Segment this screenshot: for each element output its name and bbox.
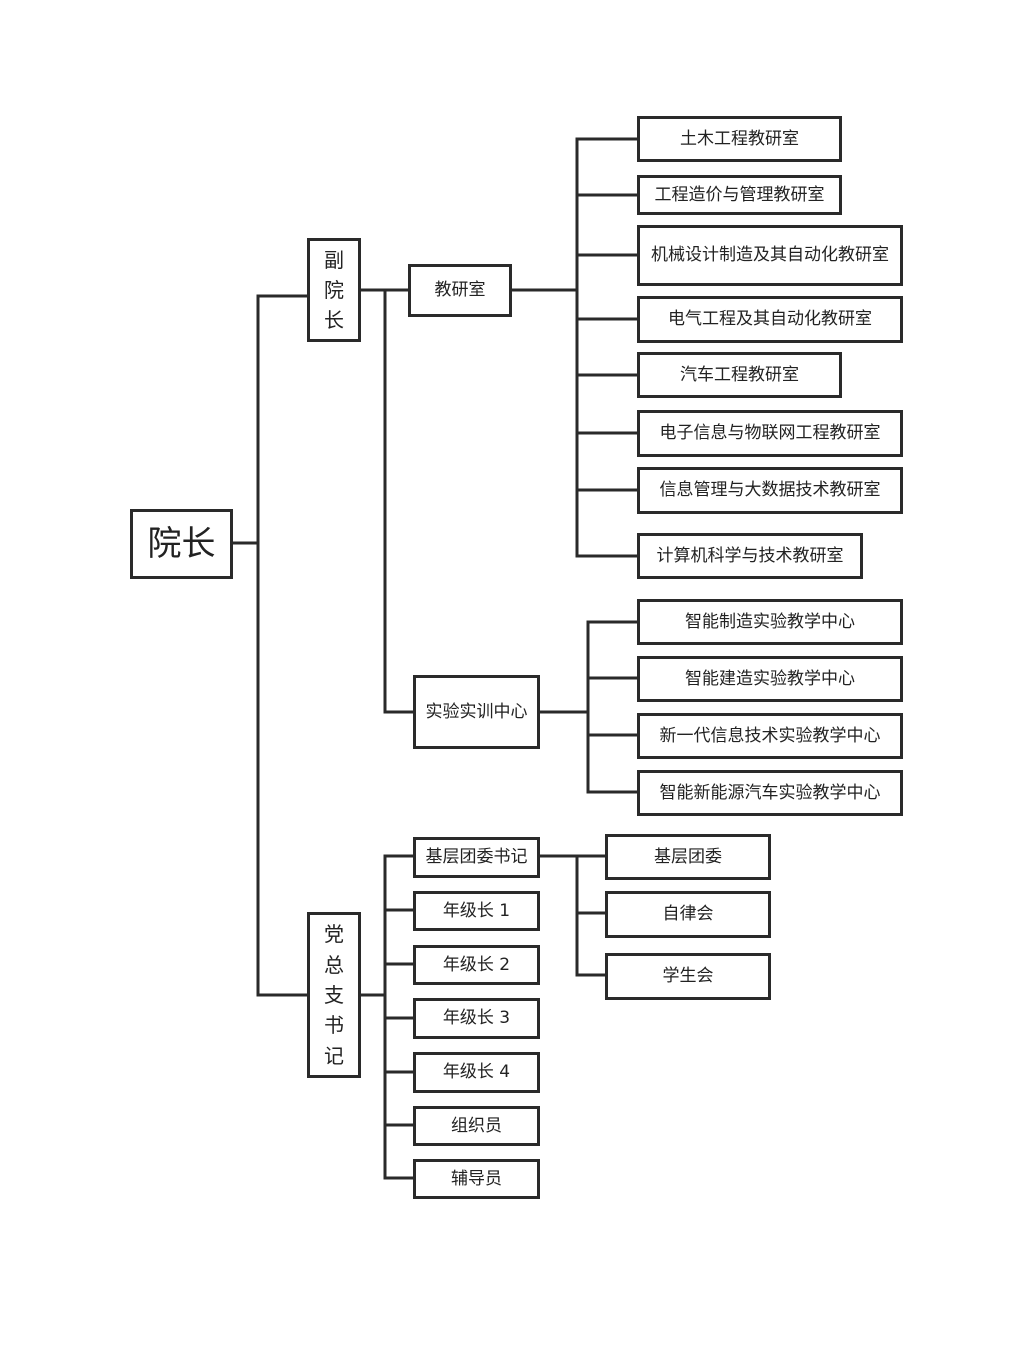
node-label: 学生会 (662, 966, 714, 986)
vice-dean-char: 院 (324, 278, 344, 302)
node-grade-leader: 年级长 3 (413, 998, 540, 1039)
node-label: 土木工程教研室 (680, 128, 799, 149)
node-label: 自律会 (662, 904, 714, 924)
node-label: 年级长 1 (442, 900, 511, 921)
node-lab-center-child: 智能建造实验教学中心 (637, 656, 903, 702)
node-teaching-office-child: 电子信息与物联网工程教研室 (637, 410, 903, 457)
node-label: 信息管理与大数据技术教研室 (659, 480, 881, 500)
node-label: 机械设计制造及其自动化教研室 (651, 245, 889, 265)
node-label: 计算机科学与技术教研室 (656, 545, 844, 566)
vice-dean-char: 副 (324, 248, 344, 272)
node-grade-leader: 年级长 2 (413, 945, 540, 985)
node-dean: 院长 (130, 509, 233, 579)
node-label: 电气工程及其自动化教研室 (668, 309, 872, 329)
node-label: 年级长 4 (442, 1062, 511, 1082)
party-secretary-char: 记 (324, 1043, 344, 1068)
node-counselor: 辅导员 (413, 1159, 540, 1199)
party-secretary-char: 党 (324, 922, 344, 947)
node-teaching-office-child: 电气工程及其自动化教研室 (637, 296, 903, 343)
node-label: 新一代信息技术实验教学中心 (659, 725, 881, 746)
node-teaching-office-child: 计算机科学与技术教研室 (637, 533, 863, 579)
node-dean-label: 院长 (147, 524, 216, 564)
node-youth-league-child: 自律会 (605, 891, 771, 938)
node-teaching-office-child: 工程造价与管理教研室 (637, 175, 842, 215)
node-lab-center: 实验实训中心 (413, 675, 540, 749)
node-label: 基层团委 (654, 846, 722, 867)
node-grade-leader: 年级长 1 (413, 891, 540, 931)
node-lab-center-child: 新一代信息技术实验教学中心 (637, 713, 903, 759)
node-youth-league-child: 学生会 (605, 953, 771, 1000)
node-teaching-office-child: 信息管理与大数据技术教研室 (637, 467, 903, 514)
node-organizer: 组织员 (413, 1106, 540, 1146)
node-label: 组织员 (451, 1115, 502, 1136)
node-teaching-office-child: 机械设计制造及其自动化教研室 (637, 225, 903, 286)
teaching-office-label: 教研室 (434, 280, 486, 300)
node-teaching-office-child: 土木工程教研室 (637, 116, 842, 162)
node-label: 辅导员 (451, 1168, 502, 1189)
node-teaching-office-child: 汽车工程教研室 (637, 352, 842, 398)
node-youth-league-child: 基层团委 (605, 834, 771, 880)
node-label: 年级长 3 (442, 1008, 511, 1028)
lab-center-label: 实验实训中心 (425, 701, 528, 722)
node-youth-league-secretary: 基层团委书记 (413, 837, 540, 878)
node-label: 工程造价与管理教研室 (654, 184, 825, 205)
vice-dean-char: 长 (324, 308, 344, 332)
party-secretary-char: 支 (324, 982, 344, 1007)
node-party-secretary: 党 总 支 书 记 (307, 912, 361, 1078)
party-secretary-char: 总 (324, 952, 344, 977)
node-teaching-office: 教研室 (408, 264, 512, 317)
youth-league-secretary-label: 基层团委书记 (425, 847, 528, 867)
node-label: 年级长 2 (442, 954, 511, 975)
node-label: 智能制造实验教学中心 (685, 611, 855, 632)
node-lab-center-child: 智能制造实验教学中心 (637, 599, 903, 645)
node-label: 智能建造实验教学中心 (685, 668, 855, 689)
node-label: 汽车工程教研室 (680, 364, 799, 385)
node-vice-dean: 副 院 长 (307, 238, 361, 342)
node-label: 电子信息与物联网工程教研室 (659, 423, 881, 443)
node-grade-leader: 年级长 4 (413, 1052, 540, 1093)
node-lab-center-child: 智能新能源汽车实验教学中心 (637, 770, 903, 816)
node-label: 智能新能源汽车实验教学中心 (659, 782, 881, 803)
party-secretary-char: 书 (324, 1013, 344, 1038)
